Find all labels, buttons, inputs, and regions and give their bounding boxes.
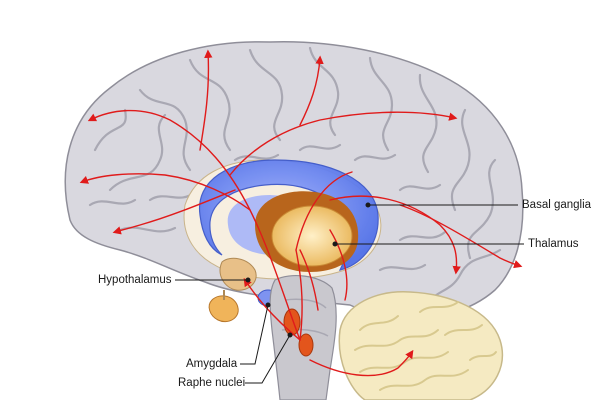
- thalamus: [271, 205, 353, 267]
- cerebellum-folia: [354, 301, 497, 391]
- pituitary: [208, 295, 239, 323]
- raphe-nucleus: [298, 333, 314, 357]
- label-basal-ganglia: Basal ganglia: [522, 199, 592, 211]
- label-thalamus: Thalamus: [528, 238, 579, 250]
- serotonin-pathways: [79, 49, 523, 377]
- raphe-nucleus: [283, 308, 301, 336]
- label-raphe-nuclei: Raphe nuclei: [178, 377, 246, 389]
- leader-lines: [175, 202, 524, 384]
- label-amygdala: Amygdala: [186, 358, 238, 370]
- label-hypothalamus: Hypothalamus: [98, 274, 172, 286]
- cortex-sulci: [88, 46, 502, 302]
